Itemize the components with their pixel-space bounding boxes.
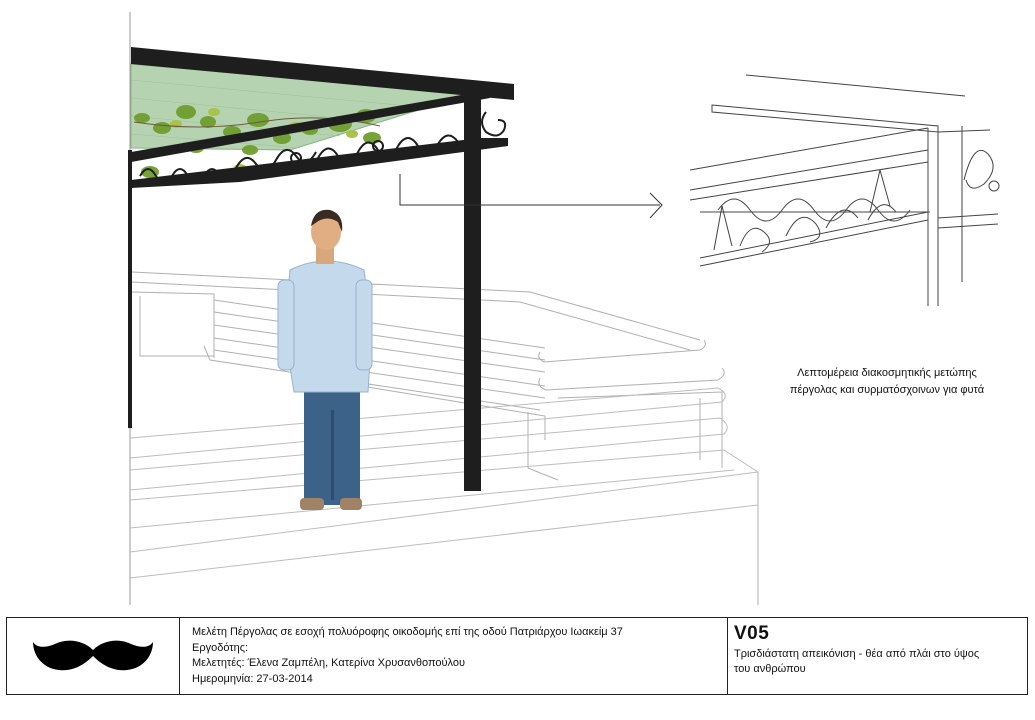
- detail-caption-line2: πέργολας και συρματόσχοινων για φυτά: [789, 384, 985, 396]
- detail-caption-line1: Λεπτομέρεια διακοσμητικής μετώπης: [797, 367, 977, 379]
- pergola-frame: [128, 47, 514, 491]
- railing: [129, 387, 759, 579]
- view-description-line2: του ανθρώπου: [734, 663, 806, 675]
- date-field: Ημερομηνία: 27-03-2014: [192, 672, 313, 685]
- project-title: Μελέτη Πέργολας σε εσοχή πολυόροφης οικο…: [192, 626, 623, 638]
- designers-field: Μελετητές: Έλενα Ζαμπέλη, Κατερίνα Χρυσα…: [192, 657, 465, 669]
- title-block-logo: [7, 618, 180, 694]
- terrace-linework: [131, 271, 759, 605]
- title-block-view: V05 Τρισδιάστατη απεικόνιση - θέα από πλ…: [728, 618, 1027, 694]
- view-description: Τρισδιάστατη απεικόνιση - θέα από πλάι σ…: [734, 647, 1027, 677]
- pergola-drawing: [128, 12, 1000, 605]
- detail-view: [689, 74, 1000, 306]
- client-field: Εργοδότης:: [192, 641, 249, 654]
- callout-arrow: [399, 174, 663, 219]
- title-block: Μελέτη Πέργολας σε εσοχή πολυόροφης οικο…: [6, 617, 1028, 695]
- detail-caption: Λεπτομέρεια διακοσμητικής μετώπης πέργολ…: [752, 365, 1022, 399]
- view-code: V05: [734, 623, 770, 644]
- mustache-logo: [33, 640, 153, 671]
- title-block-info: Μελέτη Πέργολας σε εσοχή πολυόροφης οικο…: [180, 618, 728, 694]
- view-description-line1: Τρισδιάστατη απεικόνιση - θέα από πλάι σ…: [734, 648, 980, 660]
- ornamental-fascia: [139, 111, 507, 184]
- person-figure: [277, 209, 373, 510]
